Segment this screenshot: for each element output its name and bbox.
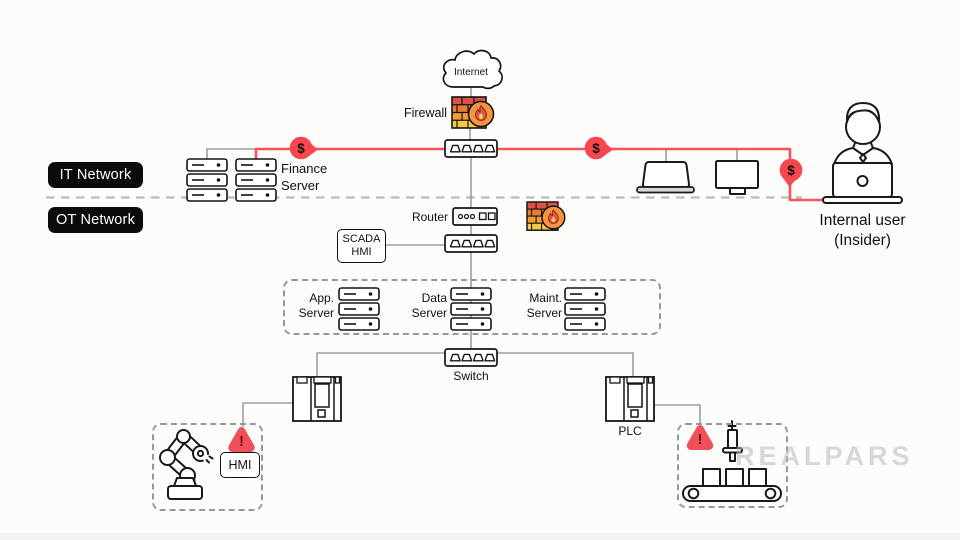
- warning-icon-left: !: [228, 427, 255, 452]
- plc-icon-right: [605, 376, 655, 422]
- it-network-chip: IT Network: [48, 162, 143, 188]
- app-server-label: App. Server: [298, 291, 334, 320]
- internal-user-line1: Internal user: [819, 212, 906, 229]
- it-switch-icon: [444, 139, 498, 158]
- ot-server-zone: [283, 279, 661, 335]
- it-firewall-icon: [451, 96, 495, 129]
- finance-server-stack-left: [186, 158, 228, 202]
- internet-label: Internet: [454, 67, 488, 78]
- scada-hmi-label: SCADA HMI: [342, 233, 381, 258]
- router-label: Router: [411, 210, 448, 224]
- insider-user-icon: [822, 102, 903, 204]
- watermark: REALPARS: [735, 441, 914, 471]
- svg-text:$: $: [787, 163, 795, 178]
- internal-user-line2: (Insider): [834, 231, 891, 249]
- hmi-label: HMI: [228, 458, 252, 472]
- plc-icon-left: [292, 376, 342, 422]
- robot-cell-zone: [152, 423, 263, 511]
- warning-icon-right: !: [686, 425, 714, 450]
- bottom-strip: [0, 533, 960, 540]
- data-server-label: Data Server: [411, 291, 447, 320]
- firewall-label: Firewall: [403, 106, 447, 120]
- finance-server-stack-right: [235, 158, 277, 202]
- dollar-badge-finance: $: [289, 136, 318, 160]
- finance-server-label: Finance Server: [281, 161, 328, 193]
- conveyor-icon: [682, 468, 782, 502]
- robot-arm-icon: [159, 429, 214, 500]
- svg-text:$: $: [297, 141, 305, 156]
- laptop-icon: [636, 161, 695, 194]
- ot-network-chip: OT Network: [48, 207, 143, 233]
- svg-text:!: !: [239, 433, 244, 450]
- nozzle-icon: [722, 420, 743, 462]
- router-icon: [452, 207, 498, 226]
- hmi-box: HMI: [220, 452, 260, 478]
- dollar-badge-itlan: $: [584, 136, 613, 160]
- maint-server-label: Maint. Server: [526, 291, 562, 320]
- internal-user-label: Internal user (Insider): [790, 211, 935, 250]
- scada-hmi-box: SCADA HMI: [337, 229, 386, 263]
- conveyor-cell-zone: [677, 423, 788, 508]
- dollar-badge-insider: $: [779, 158, 803, 187]
- plc-label: PLC: [618, 424, 642, 438]
- monitor-icon: [715, 160, 759, 195]
- field-switch-icon: [444, 348, 498, 367]
- ot-switch-icon: [444, 234, 498, 253]
- internet-cloud-icon: [442, 49, 504, 90]
- svg-text:$: $: [592, 141, 600, 156]
- attack-path: [254, 147, 822, 202]
- switch-label: Switch: [453, 369, 489, 383]
- svg-text:!: !: [698, 431, 703, 448]
- ot-firewall-icon: [526, 201, 566, 231]
